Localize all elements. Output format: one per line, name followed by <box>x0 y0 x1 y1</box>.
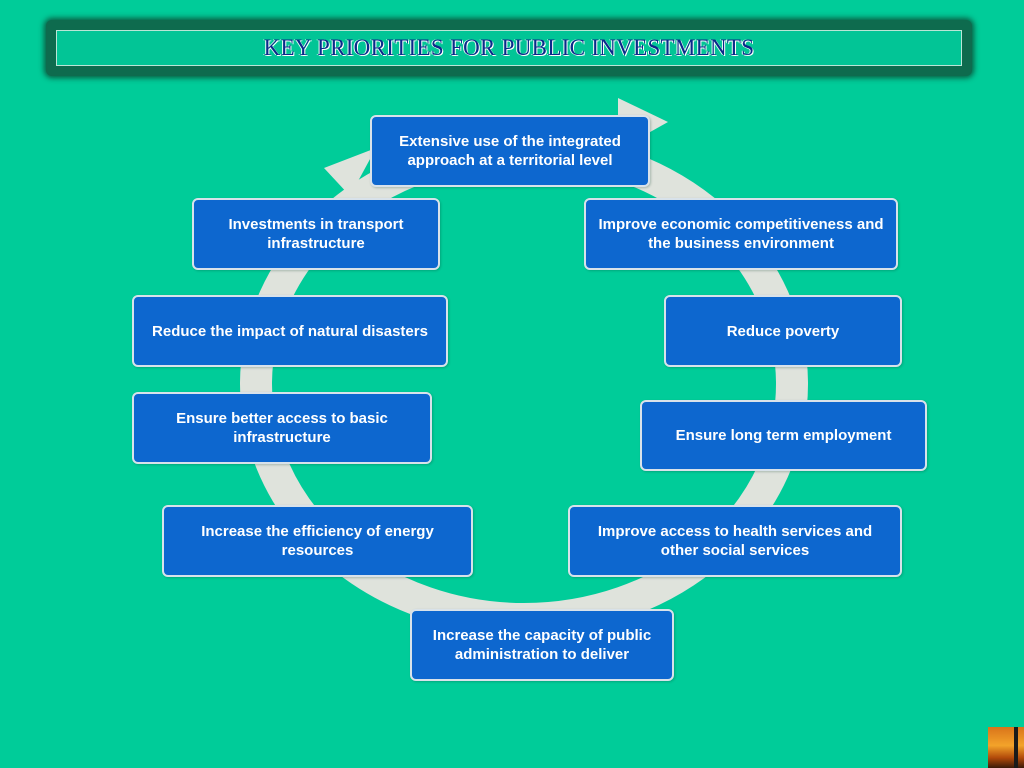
cycle-arrowhead-top-left <box>324 148 376 196</box>
thumbnail-divider <box>1014 727 1018 768</box>
node-transport-infrastructure: Investments in transport infrastructure <box>192 198 440 270</box>
node-integrated-approach: Extensive use of the integrated approach… <box>370 115 650 187</box>
node-basic-infrastructure: Ensure better access to basic infrastruc… <box>132 392 432 464</box>
sunset-thumbnail <box>988 727 1024 768</box>
node-public-administration: Increase the capacity of public administ… <box>410 609 674 681</box>
title-banner: KEY PRIORITIES FOR PUBLIC INVESTMENTS <box>46 20 972 76</box>
slide-title: KEY PRIORITIES FOR PUBLIC INVESTMENTS <box>263 35 755 60</box>
node-energy-efficiency: Increase the efficiency of energy resour… <box>162 505 473 577</box>
node-reduce-poverty: Reduce poverty <box>664 295 902 367</box>
node-economic-competitiveness: Improve economic competitiveness and the… <box>584 198 898 270</box>
node-health-services: Improve access to health services and ot… <box>568 505 902 577</box>
node-natural-disasters: Reduce the impact of natural disasters <box>132 295 448 367</box>
title-panel: KEY PRIORITIES FOR PUBLIC INVESTMENTS <box>56 30 962 66</box>
node-long-term-employment: Ensure long term employment <box>640 400 927 471</box>
